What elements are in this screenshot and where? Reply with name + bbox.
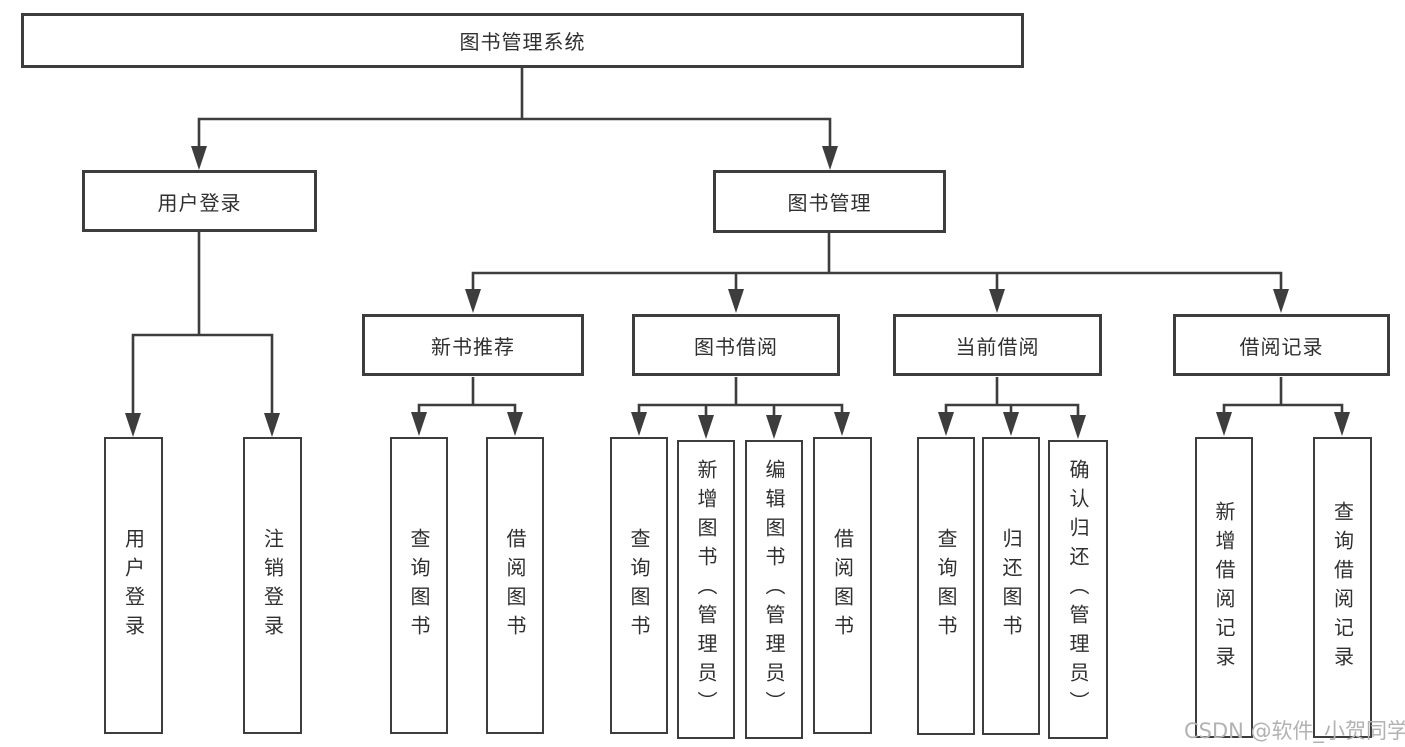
node-borrowing-records: 借阅记录: [1173, 314, 1390, 376]
arrowhead-br-query: [1334, 412, 1350, 436]
connector-book-borrow-children: [631, 377, 850, 439]
node-label: 图书管理系统: [459, 30, 586, 54]
connector-new-book-children: [411, 377, 523, 436]
leaf-label: 借阅图书: [503, 527, 527, 644]
leaf-add-borrow-record: 新增借阅记录: [1195, 437, 1253, 738]
connector-borrow-record-children: [1216, 377, 1350, 436]
leaf-query-borrow-record: 查询借阅记录: [1313, 437, 1372, 738]
connector-root-to-level2: [191, 68, 838, 170]
leaf-label: 编辑图书（管理员）: [762, 459, 786, 720]
arrowhead-nb-query: [411, 412, 427, 436]
leaf-query-books-current: 查询图书: [917, 437, 975, 735]
leaf-label: 用户登录: [121, 527, 146, 644]
leaf-query-books-recommend: 查询图书: [390, 437, 448, 734]
node-book-borrowing: 图书借阅: [632, 314, 840, 376]
connector-book-management-children: [465, 233, 1289, 313]
arrowhead-current-borrowing: [989, 289, 1005, 313]
node-label: 用户登录: [157, 190, 242, 215]
node-current-borrowing: 当前借阅: [893, 314, 1102, 376]
leaf-borrow-books: 借阅图书: [813, 437, 872, 734]
leaf-logout: 注销登录: [243, 437, 302, 734]
arrowhead-nb-borrow: [507, 412, 523, 436]
leaf-query-books-borrow: 查询图书: [610, 437, 668, 734]
node-label: 图书借阅: [694, 334, 778, 359]
leaf-label: 查询借阅记录: [1330, 500, 1355, 675]
arrowhead-leaf-user-login: [125, 413, 141, 437]
csdn-watermark: CSDN @软件_小贺同学: [1184, 719, 1405, 743]
arrowhead-book-borrowing: [728, 289, 744, 313]
arrowhead-book-management: [822, 146, 838, 170]
leaf-label: 查询图书: [934, 528, 958, 644]
arrowhead-bb-add: [698, 415, 714, 439]
arrowhead-user-login: [191, 146, 207, 170]
node-label: 借阅记录: [1239, 334, 1324, 359]
leaf-confirm-return-admin: 确认归还（管理员）: [1048, 440, 1108, 739]
leaf-label: 查询图书: [407, 527, 431, 644]
connector-user-login-children: [125, 232, 280, 437]
leaf-borrow-books-recommend: 借阅图书: [486, 437, 544, 734]
arrowhead-cb-confirm: [1070, 415, 1086, 439]
leaf-label: 归还图书: [999, 528, 1023, 644]
node-label: 图书管理: [787, 191, 872, 215]
arrowhead-leaf-logout: [264, 413, 280, 437]
arrowhead-br-add: [1216, 412, 1232, 436]
leaf-return-book: 归还图书: [982, 437, 1040, 735]
leaf-label: 注销登录: [260, 527, 285, 644]
connector-current-borrow-children: [938, 377, 1086, 439]
node-library-system: 图书管理系统: [21, 13, 1024, 68]
node-book-management: 图书管理: [713, 170, 946, 233]
node-new-book-recommend: 新书推荐: [362, 314, 584, 376]
arrowhead-borrowing-records: [1273, 289, 1289, 313]
arrowhead-bb-borrow: [834, 412, 850, 436]
arrowhead-cb-return: [1003, 412, 1019, 436]
node-label: 当前借阅: [955, 334, 1040, 359]
leaf-label: 确认归还（管理员）: [1066, 459, 1090, 720]
arrowhead-new-book-recommend: [465, 289, 481, 313]
leaf-label: 新增图书（管理员）: [694, 459, 718, 720]
arrowhead-cb-query: [938, 412, 954, 436]
arrowhead-bb-query: [631, 412, 647, 436]
leaf-label: 查询图书: [627, 527, 651, 644]
leaf-label: 新增借阅记录: [1212, 500, 1236, 675]
arrowhead-bb-edit: [766, 415, 782, 439]
leaf-add-book-admin: 新增图书（管理员）: [677, 440, 735, 739]
node-user-login: 用户登录: [82, 170, 317, 232]
leaf-user-login: 用户登录: [104, 437, 163, 734]
node-label: 新书推荐: [431, 334, 515, 359]
leaf-label: 借阅图书: [830, 527, 855, 644]
leaf-edit-book-admin: 编辑图书（管理员）: [745, 440, 803, 739]
